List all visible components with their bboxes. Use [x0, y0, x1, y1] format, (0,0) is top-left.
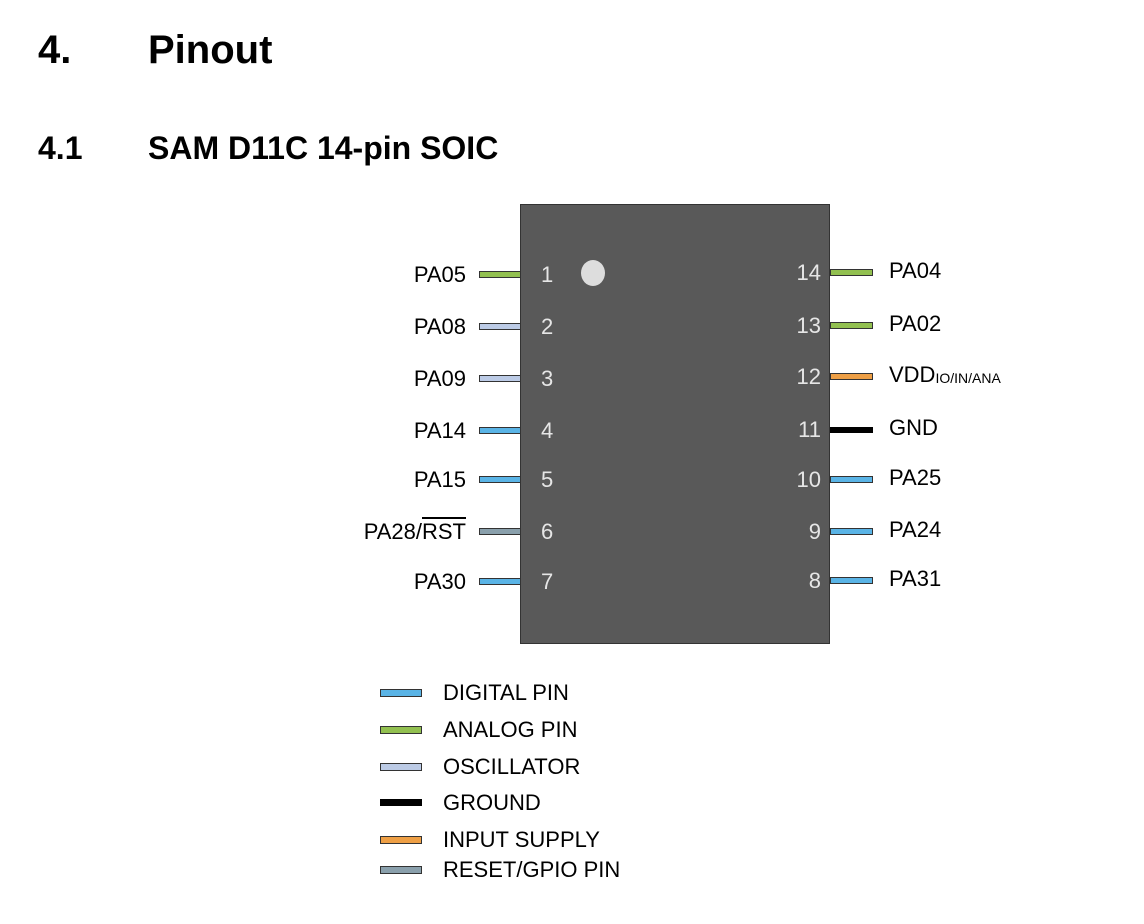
- pin-label: PA05: [413, 262, 466, 287]
- pin-label: PA09: [413, 366, 466, 391]
- pin-label-subscript: IO/IN/ANA: [935, 370, 1001, 386]
- pin-stub-4: [479, 427, 521, 434]
- section-title: Pinout: [148, 28, 273, 72]
- pin-label: PA28/RST: [363, 519, 466, 544]
- pin-label: PA24: [889, 517, 942, 542]
- pin-label: PA30: [413, 569, 466, 594]
- legend-swatch-supply: [380, 836, 422, 844]
- pin-number: 6: [541, 519, 554, 544]
- legend-swatch-ground: [380, 799, 422, 806]
- pin-label: PA04: [889, 258, 942, 283]
- subsection-title: SAM D11C 14-pin SOIC: [148, 130, 499, 166]
- pin-number: 11: [798, 417, 821, 442]
- legend-label: INPUT SUPPLY: [443, 827, 600, 852]
- pin-label: VDDIO/IN/ANA: [889, 362, 1001, 387]
- subsection-number: 4.1: [38, 130, 83, 166]
- pin-stub-7: [479, 578, 521, 585]
- legend-swatch-reset: [380, 866, 422, 874]
- pin-number: 10: [796, 467, 821, 492]
- pin-stub-12: [830, 373, 873, 380]
- pin-stub-10: [830, 476, 873, 483]
- pin-number: 9: [808, 519, 821, 544]
- pin-stub-8: [830, 577, 873, 584]
- legend-swatch-analog: [380, 726, 422, 734]
- pin-stub-14: [830, 269, 873, 276]
- pin-stub-13: [830, 322, 873, 329]
- legend-label: GROUND: [443, 790, 541, 815]
- legend-swatch-oscillator: [380, 763, 422, 771]
- chip-body: [520, 204, 830, 644]
- pin-number: 1: [541, 262, 554, 287]
- pin-number: 13: [796, 313, 821, 338]
- pin-number: 14: [796, 260, 821, 285]
- pin-stub-11: [830, 427, 873, 433]
- pin-stub-1: [479, 271, 521, 278]
- pin-label: PA25: [889, 465, 942, 490]
- pin-number: 12: [796, 364, 821, 389]
- pin-number: 8: [808, 568, 821, 593]
- pin-stub-2: [479, 323, 521, 330]
- pin-label: PA02: [889, 311, 942, 336]
- pin-number: 3: [541, 366, 554, 391]
- legend-swatch-digital: [380, 689, 422, 697]
- legend-label: DIGITAL PIN: [443, 680, 569, 705]
- pin-stub-5: [479, 476, 521, 483]
- legend-label: RESET/GPIO PIN: [443, 857, 621, 882]
- pin-stub-6: [479, 528, 521, 535]
- pin-label: PA31: [889, 566, 942, 591]
- legend-label: ANALOG PIN: [443, 717, 578, 742]
- reset-active-low: RST: [422, 519, 466, 544]
- section-number: 4.: [38, 28, 72, 72]
- pin-number: 7: [541, 569, 554, 594]
- pin1-marker: [581, 260, 605, 286]
- pin-number: 2: [541, 314, 554, 339]
- legend-label: OSCILLATOR: [443, 754, 581, 779]
- pin-stub-9: [830, 528, 873, 535]
- pin-number: 4: [541, 418, 554, 443]
- pin-number: 5: [541, 467, 554, 492]
- pin-label: GND: [889, 415, 938, 440]
- pin-label: PA08: [413, 314, 466, 339]
- pin-label: PA15: [413, 467, 466, 492]
- pin-label: PA14: [413, 418, 466, 443]
- pin-stub-3: [479, 375, 521, 382]
